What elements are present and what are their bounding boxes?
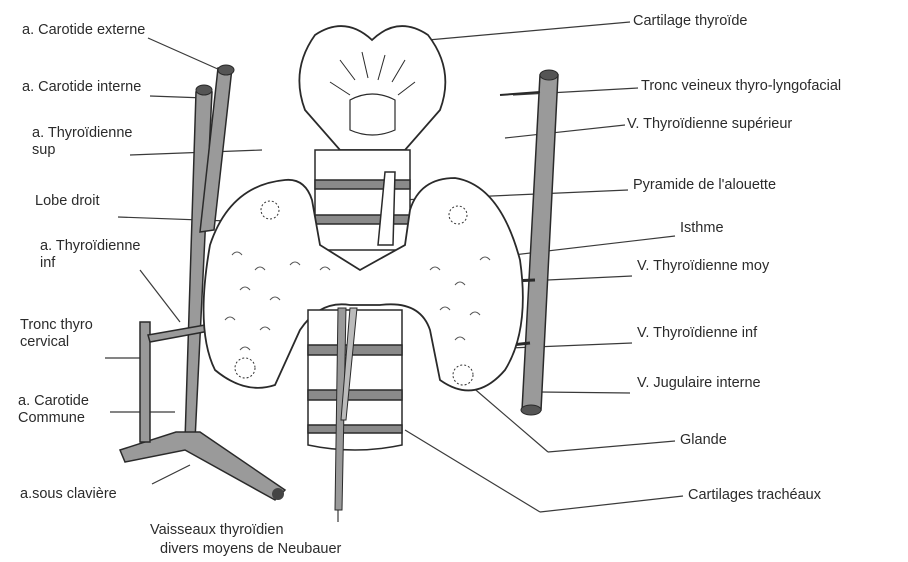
label-carotide-commune: a. Carotide Commune	[18, 393, 89, 427]
label-neubauer: divers moyens de Neubauer	[160, 541, 341, 558]
label-cartilage-thyroide: Cartilage thyroïde	[633, 13, 747, 30]
label-v-jugulaire: V. Jugulaire interne	[637, 375, 761, 392]
label-v-thyroidienne-inf: V. Thyroïdienne inf	[637, 325, 757, 342]
label-carotide-externe: a. Carotide externe	[22, 22, 145, 39]
label-vaisseaux: Vaisseaux thyroïdien	[150, 522, 284, 539]
subclavian-end	[272, 488, 284, 500]
label-v-thyroidienne-sup: V. Thyroïdienne supérieur	[627, 116, 792, 133]
label-thyroidienne-inf: a. Thyroïdienne inf	[40, 238, 141, 272]
label-cartilages-tracheaux: Cartilages trachéaux	[688, 487, 821, 504]
label-tronc-veineux: Tronc veineux thyro-lyngofacial	[641, 78, 841, 95]
ext-carotid-end	[218, 65, 234, 75]
label-thyroidienne-sup: a. Thyroïdienne sup	[32, 125, 133, 159]
upper-trachea	[315, 150, 410, 250]
label-carotide-interne: a. Carotide interne	[22, 79, 141, 96]
label-sous-claviere: a.sous clavière	[20, 486, 117, 503]
int-carotid-end	[196, 85, 212, 95]
label-pyramide: Pyramide de l'alouette	[633, 177, 776, 194]
cartilage-inner	[350, 94, 395, 135]
label-isthme: Isthme	[680, 220, 724, 237]
label-lobe-droit: Lobe droit	[35, 193, 100, 210]
label-glande: Glande	[680, 432, 727, 449]
label-tronc-thyro-cervical: Tronc thyro cervical	[20, 317, 93, 351]
label-v-thyroidienne-moy: V. Thyroïdienne moy	[637, 258, 769, 275]
